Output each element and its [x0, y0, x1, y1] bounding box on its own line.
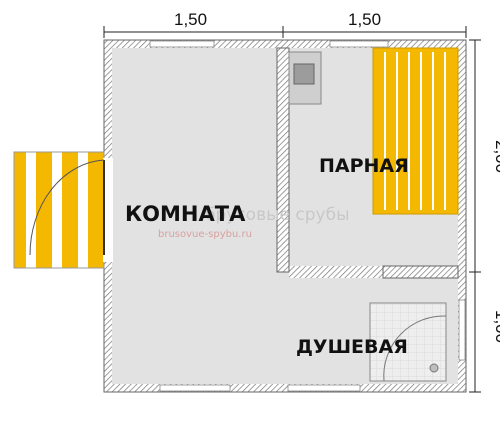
partition-wall-vertical — [276, 47, 290, 273]
partition-wall-horizontal — [382, 265, 459, 279]
room-label-main: КОМНАТА — [125, 202, 246, 226]
watermark-url: brusovue-spybu.ru — [158, 229, 252, 240]
room-floor-main — [112, 48, 277, 384]
room-label-steam: ПАРНАЯ — [319, 155, 409, 177]
corridor-floor — [277, 272, 289, 384]
window-top-right — [329, 40, 389, 48]
dimension-label-right-upper: 2,00 — [492, 140, 500, 173]
entrance-door-opening — [103, 158, 113, 262]
dimension-label-top-left: 1,50 — [174, 10, 207, 29]
dimension-label-right-lower: 1,00 — [492, 310, 500, 343]
entrance-porch — [13, 151, 105, 269]
dimension-lines — [103, 26, 481, 393]
window-bottom-right — [287, 384, 361, 392]
stove — [288, 51, 322, 105]
window-top-left — [149, 40, 215, 48]
window-right-lower — [458, 299, 466, 361]
shower-tray — [369, 302, 447, 382]
window-bottom-left — [159, 384, 231, 392]
dimension-label-top-right: 1,50 — [348, 10, 381, 29]
room-label-shower: ДУШЕВАЯ — [296, 336, 408, 358]
watermark-text: брусовые срубы — [205, 205, 350, 225]
entrance-door — [29, 159, 105, 256]
steam-bench — [372, 47, 459, 215]
